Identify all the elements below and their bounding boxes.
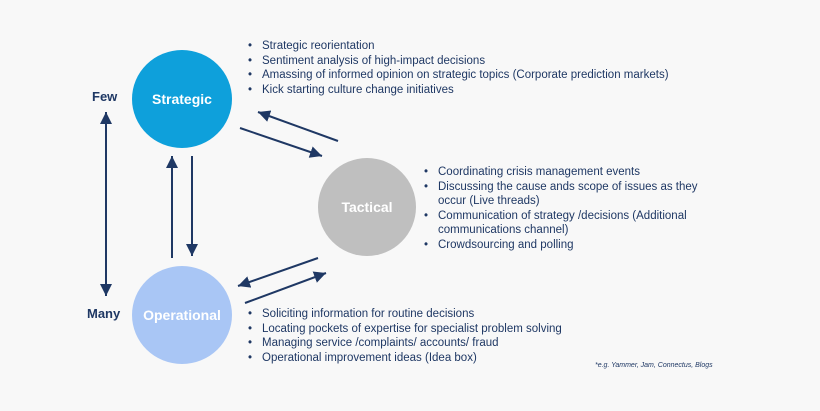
list-item: Kick starting culture change initiatives bbox=[248, 83, 708, 98]
tactical-node-label: Tactical bbox=[341, 199, 393, 215]
list-item: Discussing the cause ands scope of issue… bbox=[424, 180, 724, 209]
list-item: Locating pockets of expertise for specia… bbox=[248, 322, 608, 337]
list-item: Operational improvement ideas (Idea box) bbox=[248, 351, 608, 366]
list-item: Strategic reorientation bbox=[248, 39, 708, 54]
footnote: *e.g. Yammer, Jam, Connectus, Blogs bbox=[595, 362, 713, 369]
list-item: Crowdsourcing and polling bbox=[424, 238, 724, 253]
list-item: Managing service /complaints/ accounts/ … bbox=[248, 336, 608, 351]
strategic-node-label: Strategic bbox=[152, 91, 212, 107]
operational-node-label: Operational bbox=[143, 307, 221, 323]
many-label: Many bbox=[87, 306, 121, 321]
list-item: Sentiment analysis of high-impact decisi… bbox=[248, 54, 708, 69]
strategic-node: Strategic bbox=[132, 50, 232, 148]
arrow-tactical-to-strategic bbox=[257, 110, 339, 142]
arrow-operational-to-tactical bbox=[244, 271, 327, 304]
arrow-strategic-to-tactical bbox=[239, 127, 323, 158]
tactical-node: Tactical bbox=[318, 158, 416, 256]
list-item: Soliciting information for routine decis… bbox=[248, 307, 608, 322]
list-item: Coordinating crisis management events bbox=[424, 165, 724, 180]
operational-node: Operational bbox=[132, 266, 232, 364]
list-item: Amassing of informed opinion on strategi… bbox=[248, 68, 708, 83]
arrow-tactical-to-operational bbox=[237, 257, 319, 288]
operational-bullet-list: Soliciting information for routine decis… bbox=[248, 307, 608, 365]
tactical-bullet-list: Coordinating crisis management events Di… bbox=[424, 165, 724, 252]
few-label: Few bbox=[92, 89, 118, 104]
strategic-bullet-list: Strategic reorientation Sentiment analys… bbox=[248, 39, 708, 97]
list-item: Communication of strategy /decisions (Ad… bbox=[424, 209, 724, 238]
